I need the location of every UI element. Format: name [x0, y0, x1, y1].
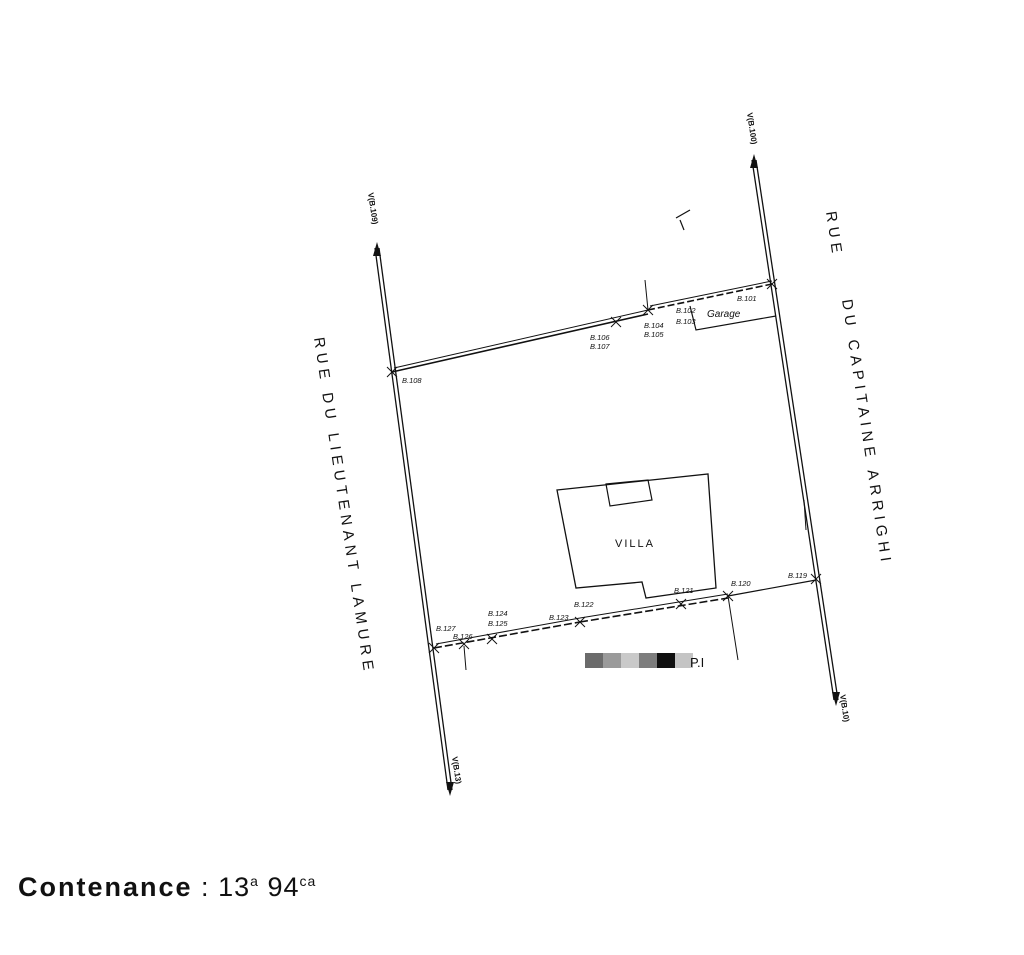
point-label-b122: B.122: [574, 600, 594, 609]
villa-label: VILLA: [615, 538, 655, 550]
redaction-block: [603, 653, 621, 668]
marker-b127: [428, 642, 440, 654]
redaction-block: [639, 653, 657, 668]
point-label-b107: B.107: [590, 342, 610, 351]
marker-b126: [458, 638, 470, 650]
point-label-b124: B.124: [488, 609, 508, 618]
redaction-block: [657, 653, 675, 668]
road-ref-bottom-left: V(B.13): [450, 756, 463, 785]
point-label-b119: B.119: [788, 571, 808, 580]
arrow-down-icon: [832, 692, 840, 706]
point-label-b105: B.105: [644, 330, 664, 339]
contenance-label: Contenance: [18, 872, 193, 902]
point-label-b106: B.106: [590, 333, 610, 342]
parcel-ref-label: P.I: [690, 655, 704, 670]
street-right-label-line1: RUE: [822, 210, 846, 259]
garage-label: Garage: [707, 309, 741, 320]
contenance-unit-centiares: ca: [299, 873, 317, 889]
point-label-b123: B.123: [549, 613, 569, 622]
contenance-value-centiares: 94: [267, 872, 300, 902]
redaction-block: [585, 653, 603, 668]
street-right-label-line2: DU CAPITAINE ARRIGHI: [838, 298, 895, 567]
point-label-b108: B.108: [402, 376, 422, 385]
road-ref-top-left: V(B.109): [366, 192, 380, 225]
redaction-block: [675, 653, 693, 668]
parcel-boundaries: [391, 279, 817, 671]
redaction-block: [621, 653, 639, 668]
boundary-markers: [386, 278, 822, 654]
arrow-up-icon: [373, 242, 381, 256]
contenance-unit-ares: a: [250, 873, 259, 889]
point-label-b126: B.126: [453, 632, 473, 641]
marker-b108: [386, 366, 398, 378]
point-label-b102: B.102: [676, 306, 696, 315]
marker-b123: [574, 616, 586, 628]
road-ref-bottom-right: V(B.10): [838, 694, 851, 723]
contenance-line: Contenance : 13a 94ca: [18, 872, 316, 903]
redaction-blocks: [585, 653, 693, 668]
point-label-b125: B.125: [488, 619, 508, 628]
road-ref-top-right: V(B.100): [745, 112, 759, 145]
arrow-up-icon: [750, 154, 758, 168]
marker-b125: [486, 633, 498, 645]
arrow-down-icon: [446, 782, 454, 796]
point-label-b121: B.121: [674, 586, 694, 595]
street-left-label: RUE DU LIEUTENANT LAMURE: [310, 336, 377, 676]
marker-b101: [766, 278, 778, 290]
marker-b106: [610, 316, 622, 328]
contenance-separator: :: [201, 872, 210, 902]
marker-b120: [722, 590, 734, 602]
left-road-axis: [373, 242, 454, 796]
contenance-value-ares: 13: [218, 872, 251, 902]
point-label-b127: B.127: [436, 624, 456, 633]
survey-mark: [675, 209, 691, 231]
villa-footprint: [556, 473, 717, 599]
right-road-axis: [750, 154, 840, 706]
point-label-b103: B.103: [676, 317, 696, 326]
point-label-b101: B.101: [737, 294, 757, 303]
point-label-b104: B.104: [644, 321, 664, 330]
marker-b119: [810, 573, 822, 585]
point-label-b120: B.120: [731, 579, 751, 588]
marker-b121: [675, 598, 687, 610]
marker-b104: [642, 304, 654, 316]
